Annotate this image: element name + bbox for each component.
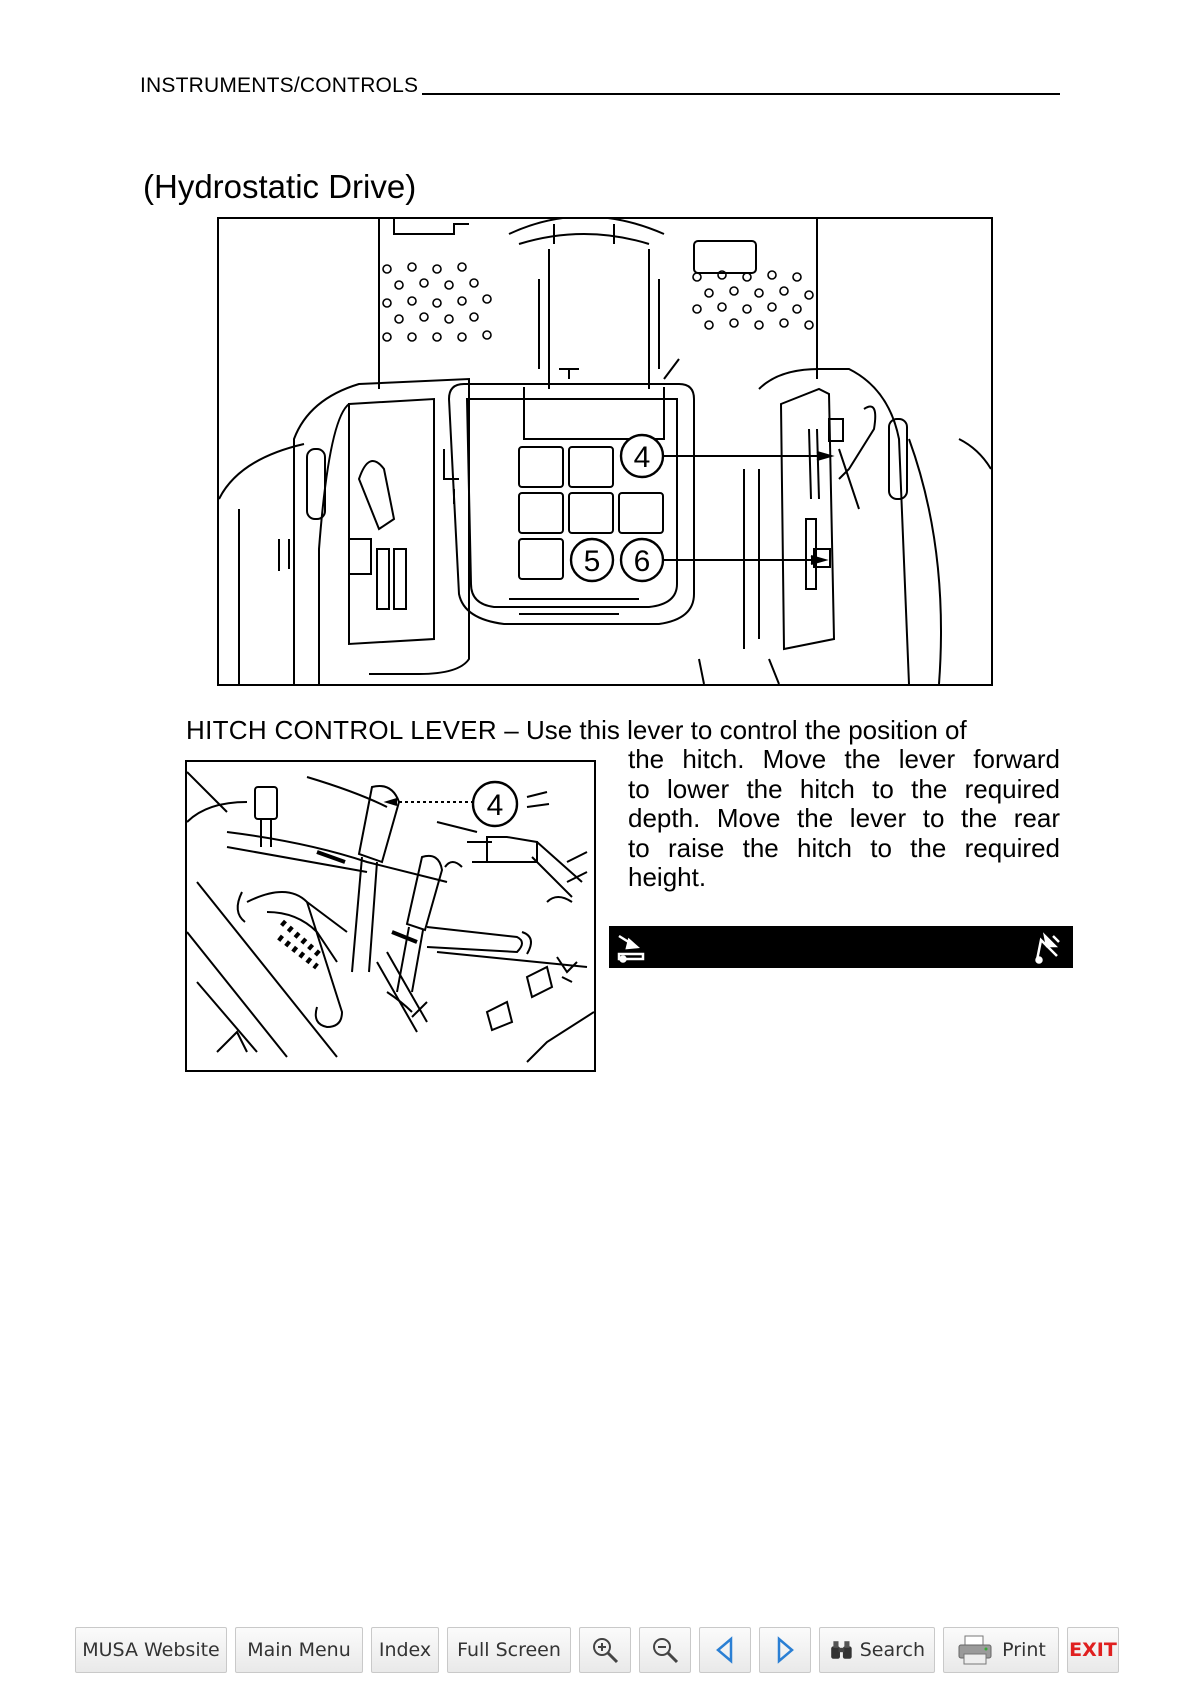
zoom-in-button[interactable] <box>579 1627 631 1673</box>
callout-5: 5 <box>584 545 601 578</box>
title-dash: – <box>504 715 519 745</box>
main-menu-button[interactable]: Main Menu <box>235 1627 363 1673</box>
binoculars-icon <box>831 1641 852 1659</box>
printer-icon <box>958 1635 992 1665</box>
hitch-text-line-2: the hitch. Move the lever forward <box>628 744 1060 774</box>
raise-hitch-icon <box>1035 932 1060 964</box>
lower-raise-symbol-bar <box>609 926 1073 968</box>
hitch-description: the hitch. Move the lever forward to low… <box>628 744 1060 893</box>
hitch-lever-figure: 4 <box>185 760 596 1072</box>
musa-website-label: MUSA Website <box>82 1639 220 1661</box>
index-label: Index <box>378 1639 432 1661</box>
full-screen-label: Full Screen <box>457 1639 561 1661</box>
controls-illustration: 4 5 6 <box>219 219 991 684</box>
next-page-button[interactable] <box>759 1627 811 1673</box>
header-rule <box>422 93 1060 95</box>
callout-4: 4 <box>634 441 651 474</box>
previous-page-icon <box>716 1636 733 1664</box>
musa-website-button[interactable]: MUSA Website <box>75 1627 227 1673</box>
section-heading: INSTRUMENTS/CONTROLS <box>140 74 419 97</box>
hitch-lever-heading-line: HITCH CONTROL LEVER – Use this lever to … <box>186 715 1061 746</box>
main-menu-label: Main Menu <box>247 1639 351 1661</box>
full-screen-button[interactable]: Full Screen <box>447 1627 571 1673</box>
navigation-toolbar: MUSA Website Main Menu Index Full Screen <box>75 1627 1120 1673</box>
page-title: (Hydrostatic Drive) <box>143 168 417 205</box>
hitch-callout-4: 4 <box>487 789 504 822</box>
print-label: Print <box>1002 1639 1046 1661</box>
hitch-text-line-3: to lower the hitch to the required <box>628 773 1060 804</box>
next-page-icon <box>777 1636 794 1664</box>
hydrostatic-controls-figure: 4 5 6 <box>217 217 993 686</box>
zoom-out-button[interactable] <box>639 1627 691 1673</box>
previous-page-button[interactable] <box>699 1627 751 1673</box>
hitch-text-line-4: depth. Move the lever to the rear <box>628 803 1060 834</box>
hitch-text-line-1: Use this lever to control the position o… <box>525 715 967 745</box>
lower-hitch-icon <box>617 934 645 963</box>
callout-6: 6 <box>634 545 651 578</box>
hitch-text-line-5: to raise the hitch to the required <box>628 832 1060 863</box>
zoom-in-icon <box>593 1638 619 1664</box>
hitch-lever-title: HITCH CONTROL LEVER <box>186 715 497 745</box>
print-button[interactable]: Print <box>943 1627 1059 1673</box>
hitch-text-line-6: height. <box>628 862 707 893</box>
exit-label: EXIT <box>1069 1639 1117 1661</box>
search-button[interactable]: Search <box>819 1627 935 1673</box>
hitch-illustration: 4 <box>187 771 594 1063</box>
exit-button[interactable]: EXIT <box>1067 1627 1119 1673</box>
index-button[interactable]: Index <box>371 1627 439 1673</box>
search-label: Search <box>859 1639 925 1661</box>
zoom-out-icon <box>653 1638 679 1664</box>
page-header: INSTRUMENTS/CONTROLS <box>140 74 1060 98</box>
